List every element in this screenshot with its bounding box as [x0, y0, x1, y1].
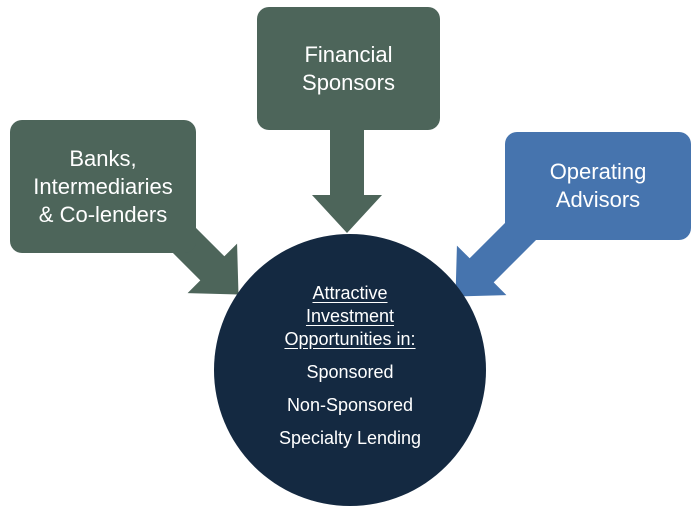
box-label-line: Intermediaries [33, 173, 173, 199]
box-label-line: Financial [304, 41, 393, 67]
box-label-line: Advisors [555, 187, 641, 212]
box-label-line: Banks, [69, 145, 137, 171]
arrow-from-financial-sponsors [311, 129, 383, 234]
down-arrow-shape [312, 129, 382, 233]
box-financial-sponsors: Financial Sponsors [257, 7, 440, 130]
circle-item-non-sponsored: Non-Sponsored [286, 395, 414, 415]
circle-item-specialty-lending: Specialty Lending [278, 428, 422, 448]
circle-heading-line: Opportunities in: [284, 329, 416, 349]
box-label-line: & Co-lenders [38, 201, 168, 227]
circle-heading-line: Investment [305, 306, 395, 326]
circle-heading: Attractive Investment Opportunities in: [284, 282, 415, 351]
circle-item-sponsored: Sponsored [306, 362, 394, 382]
box-label-line: Sponsors [302, 69, 395, 95]
box-label-line: Operating [549, 159, 647, 184]
circle-items: Sponsored Non-Sponsored Specialty Lendin… [279, 351, 421, 450]
down-arrow-icon [312, 129, 382, 233]
box-operating-advisors: Operating Advisors [505, 132, 691, 240]
investment-opportunities-circle: Attractive Investment Opportunities in: … [214, 234, 486, 506]
box-banks-intermediaries: Banks, Intermediaries & Co-lenders [10, 120, 196, 253]
circle-heading-line: Attractive [312, 283, 388, 303]
